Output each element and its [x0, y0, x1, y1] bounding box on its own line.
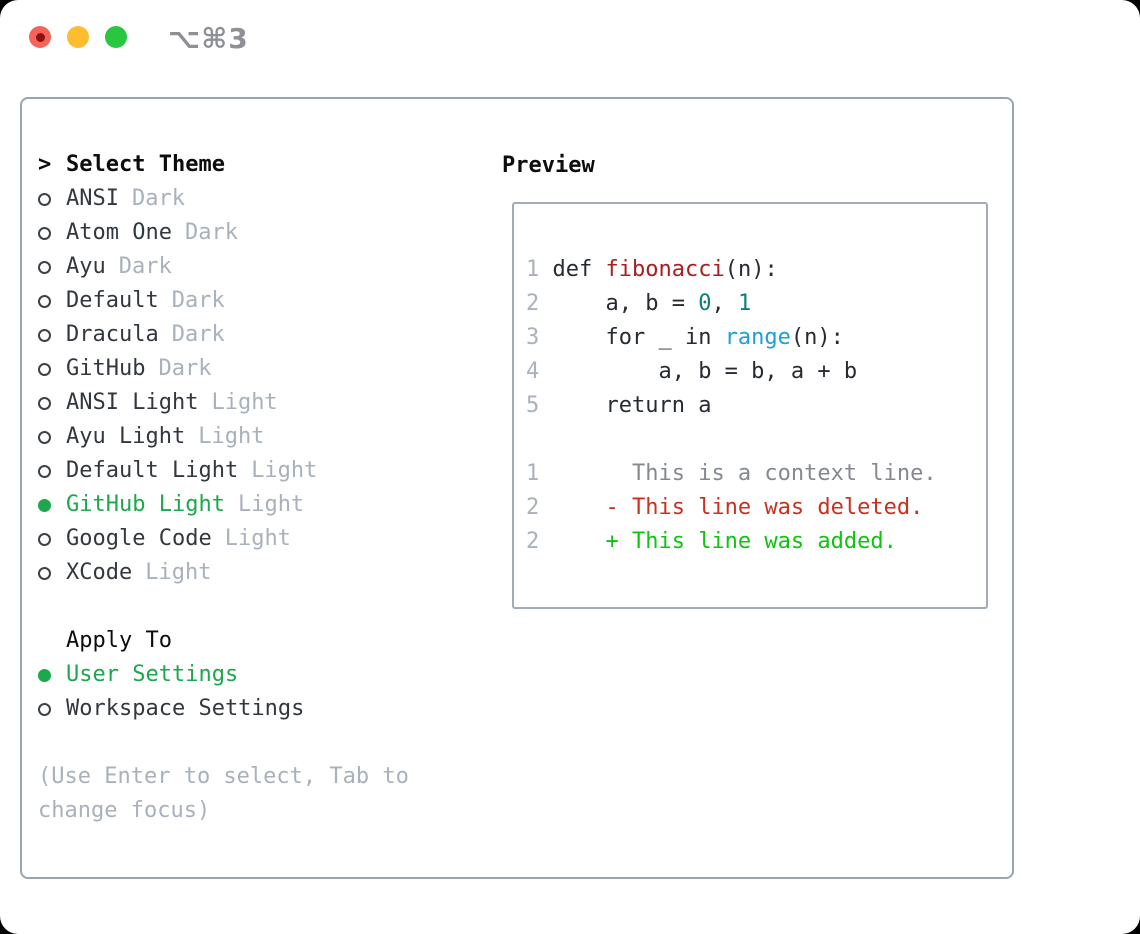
theme-option[interactable]: GitHub Dark: [38, 352, 458, 386]
close-button[interactable]: [29, 26, 51, 48]
option-label: Ayu Light: [66, 424, 186, 449]
option-tag: Light: [251, 458, 318, 483]
close-dot-icon: [35, 32, 45, 42]
option-tag: Dark: [171, 322, 225, 347]
option-label: Default Light: [66, 458, 239, 483]
titlebar: ⌥⌘3: [0, 0, 1140, 74]
radio-icon: [38, 260, 66, 274]
option-tag: Light: [237, 492, 305, 517]
radio-icon: [38, 668, 66, 682]
radio-icon: [38, 498, 66, 512]
theme-option[interactable]: Ayu Light Light: [38, 420, 458, 454]
option-tag: Dark: [131, 186, 185, 211]
radio-icon: [38, 226, 66, 240]
theme-option[interactable]: XCode Light: [38, 556, 458, 590]
option-label: Google Code: [66, 526, 212, 551]
option-label: Dracula: [66, 322, 159, 347]
option-tag: Light: [224, 526, 291, 551]
option-label: GitHub: [66, 356, 146, 381]
option-tag: Light: [211, 390, 278, 415]
option-tag: Dark: [118, 254, 172, 279]
radio-icon: [38, 396, 66, 410]
option-label: Default: [66, 288, 159, 313]
select-theme-header: > Select Theme: [38, 148, 458, 182]
preview-title: Preview: [502, 152, 595, 178]
preview-line: 2 + This line was added.: [526, 529, 897, 554]
radio-icon: [38, 192, 66, 206]
hint-text: (Use Enter to select, Tab to change focu…: [38, 764, 409, 823]
option-tag: Dark: [184, 220, 238, 245]
option-label: GitHub Light: [66, 492, 225, 517]
preview-line: [526, 423, 986, 457]
preview-box: 1 def fibonacci(n): 2 a, b = 0, 1 3 for _ …: [512, 202, 988, 609]
option-label: XCode: [66, 560, 133, 585]
theme-option[interactable]: Ayu Dark: [38, 250, 458, 284]
apply-to-title: Apply To: [66, 628, 172, 653]
preview-code: 1 def fibonacci(n): 2 a, b = 0, 1 3 for _ …: [526, 253, 986, 559]
theme-option[interactable]: GitHub Light Light: [38, 488, 458, 522]
option-label: ANSI Light: [66, 390, 199, 415]
theme-option[interactable]: ANSI Light Light: [38, 386, 458, 420]
preview-line: 4 a, b = b, a + b: [526, 359, 858, 384]
theme-option[interactable]: ANSI Dark: [38, 182, 458, 216]
preview-line: 2 - This line was deleted.: [526, 495, 924, 520]
radio-icon: [38, 362, 66, 376]
option-label: User Settings: [66, 662, 239, 687]
spacer: [38, 590, 458, 624]
apply-to-header: Apply To: [38, 624, 458, 658]
option-tag: Light: [145, 560, 212, 585]
radio-icon: [38, 328, 66, 342]
apply-option[interactable]: Workspace Settings: [38, 692, 458, 726]
maximize-button[interactable]: [105, 26, 127, 48]
preview-line: 5 return a: [526, 393, 712, 418]
preview-line: 1 def fibonacci(n):: [526, 257, 778, 282]
option-label: Workspace Settings: [66, 696, 305, 721]
option-tag: Dark: [158, 356, 212, 381]
cursor-icon: >: [38, 152, 52, 177]
radio-icon: [38, 430, 66, 444]
preview-line: 3 for _ in range(n):: [526, 325, 844, 350]
radio-icon: [38, 566, 66, 580]
minimize-button[interactable]: [67, 26, 89, 48]
option-label: Ayu: [66, 254, 106, 279]
apply-option[interactable]: User Settings: [38, 658, 458, 692]
window-title: ⌥⌘3: [168, 22, 249, 55]
radio-icon: [38, 702, 66, 716]
theme-option[interactable]: Default Dark: [38, 284, 458, 318]
preview-line: 2 a, b = 0, 1: [526, 291, 752, 316]
radio-icon: [38, 532, 66, 546]
option-tag: Light: [198, 424, 265, 449]
theme-option[interactable]: Atom One Dark: [38, 216, 458, 250]
radio-icon: [38, 464, 66, 478]
select-theme-title: Select Theme: [66, 152, 225, 177]
traffic-lights: [29, 26, 127, 48]
theme-option[interactable]: Google Code Light: [38, 522, 458, 556]
radio-icon: [38, 294, 66, 308]
theme-option[interactable]: Default Light Light: [38, 454, 458, 488]
option-tag: Dark: [171, 288, 225, 313]
theme-option[interactable]: Dracula Dark: [38, 318, 458, 352]
preview-line: 1 This is a context line.: [526, 461, 937, 486]
option-label: ANSI: [66, 186, 119, 211]
option-label: Atom One: [66, 220, 172, 245]
